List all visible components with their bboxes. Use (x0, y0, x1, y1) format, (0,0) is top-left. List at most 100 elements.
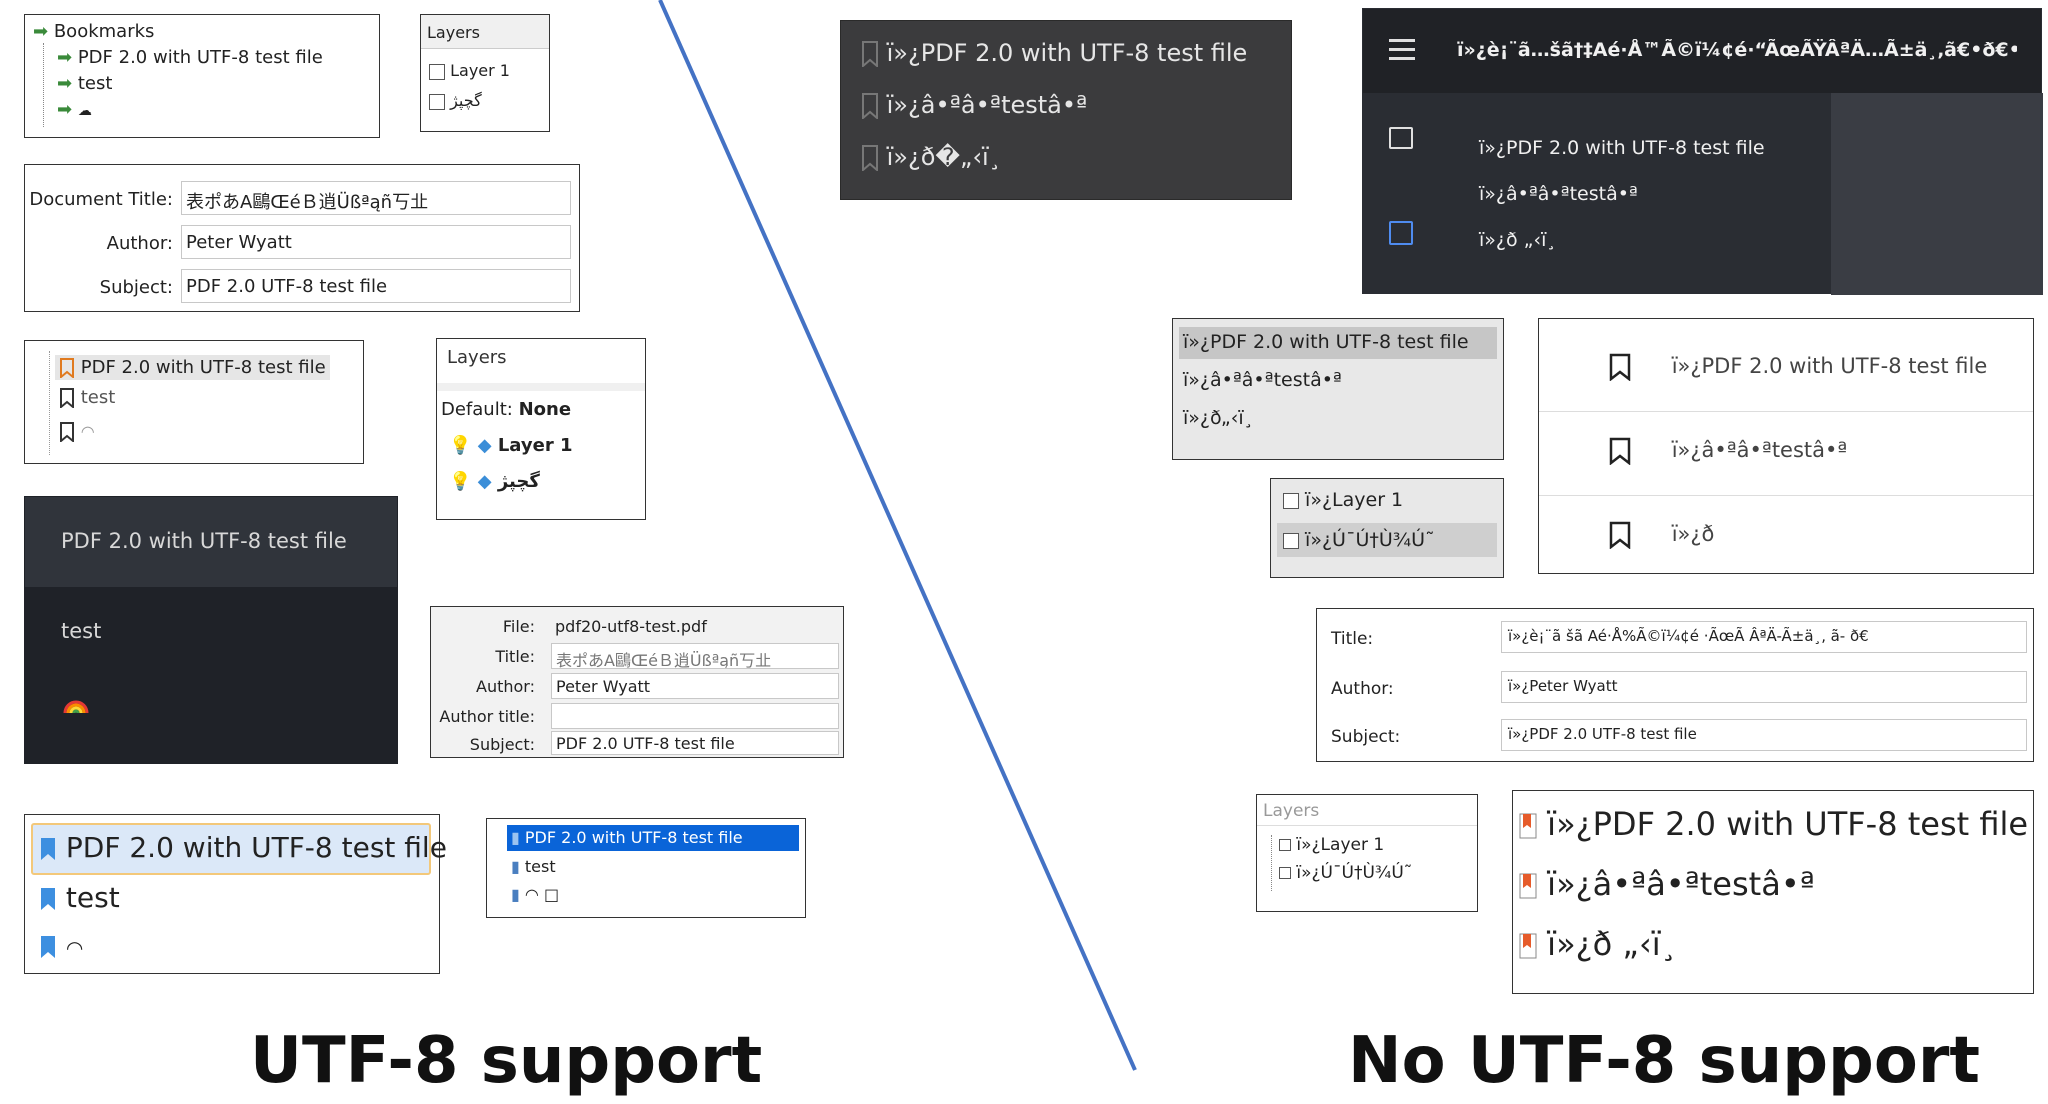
bookmark-item-selected[interactable]: PDF 2.0 with UTF-8 test file (39, 831, 447, 864)
dark-bookmark-item[interactable]: test (61, 619, 101, 643)
bookmarks-tree-small-panel: ▮ PDF 2.0 with UTF-8 test file ▮ test ▮ … (486, 818, 806, 918)
viewer-bookmark-item[interactable]: ï»¿PDF 2.0 with UTF-8 test file (1479, 137, 1765, 159)
layer-item[interactable]: ï»¿Layer 1 (1283, 489, 1403, 511)
title-label: Title: (1331, 629, 1373, 649)
bookmark-item-selected[interactable]: PDF 2.0 with UTF-8 test file (55, 355, 330, 380)
lightbulb-icon: 💡 (449, 435, 471, 456)
author-title-field[interactable] (551, 703, 839, 729)
dark-viewer-panel: ï»¿è¡¨ã…šã†‡Aé·Å™Ã©ï¼¢é·“ÃœÃŸÂªÄ…Ã±ä¸‚ã€… (1362, 8, 2042, 294)
subject-field[interactable]: PDF 2.0 UTF-8 test file (551, 731, 839, 755)
gray-bookmarks-panel: ï»¿PDF 2.0 with UTF-8 test file ï»¿â•ªâ•… (1172, 318, 1504, 460)
no-utf8-support-caption: No UTF-8 support (1348, 1024, 1980, 1098)
file-label: File: (503, 617, 535, 636)
layer-item[interactable]: Layer 1 (429, 61, 510, 80)
layer-checkbox[interactable] (1279, 867, 1291, 879)
outline-list-icon[interactable] (1389, 221, 1413, 245)
layer-checkbox[interactable] (1283, 493, 1299, 509)
subject-label: Subject: (1331, 727, 1400, 747)
thumbnail-icon[interactable] (1389, 127, 1413, 149)
author-field[interactable]: ï»¿Peter Wyatt (1501, 671, 2027, 703)
bookmark-item[interactable]: ï»¿â•ªâ•ªtestâ•ª (1519, 865, 1815, 903)
bookmarks-list-panel: ï»¿PDF 2.0 with UTF-8 test file ï»¿â•ªâ•… (1538, 318, 2034, 574)
bookmarks-large-panel: PDF 2.0 with UTF-8 test file test ◠ (24, 814, 440, 974)
default-value: None (519, 399, 571, 420)
bookmark-page-icon: ▮ (511, 857, 520, 876)
utf8-support-caption: UTF-8 support (250, 1024, 762, 1098)
title-label: Title: (495, 647, 535, 666)
bookmark-item[interactable]: ➡ PDF 2.0 with UTF-8 test file (57, 47, 323, 68)
bookmark-icon (1519, 873, 1537, 899)
layers-title: Layers (1263, 801, 1319, 821)
rainbow-glyph-icon: ◠ (81, 422, 95, 441)
title-field[interactable]: 表ポあA鷗ŒéＢ逍Üßªąñ丂㐀𠀀 (551, 643, 839, 669)
bookmark-icon (59, 422, 75, 442)
bookmark-item[interactable]: test (59, 387, 115, 408)
document-title-field[interactable]: 表ポあA鷗ŒéＢ逍Üßªąñ丂㐀𠀀 (181, 181, 571, 215)
bookmarks-outline-panel: PDF 2.0 with UTF-8 test file test ◠ (24, 340, 364, 464)
layers-title: Layers (447, 347, 507, 368)
bookmarks-tree-panel: ➡ Bookmarks ➡ PDF 2.0 with UTF-8 test fi… (24, 14, 380, 138)
bookmark-item[interactable]: ï»¿ð„‹ï¸ (1183, 407, 1253, 429)
bookmark-arrow-icon: ➡ (57, 73, 72, 94)
subject-field[interactable]: PDF 2.0 UTF-8 test file (181, 269, 571, 303)
layer-diamond-icon: ◆ (478, 435, 492, 456)
layer-item[interactable]: گچپژ (429, 91, 482, 110)
bookmark-item[interactable]: ï»¿ð „‹ï¸ (1519, 925, 1677, 963)
rainbow-icon[interactable] (63, 695, 89, 719)
document-info-garbled-form: Title: ï»¿è¡¨ã šã Aé·Å%Ã©ï¼¢é ·ÃœÃ ÂªÄ-Ã… (1316, 608, 2034, 762)
layer-item[interactable]: 💡 ◆ گچپژ (449, 471, 540, 492)
bookmarks-root[interactable]: ➡ Bookmarks (33, 21, 154, 42)
rainbow-glyph-icon: ◠ (525, 885, 539, 904)
layer-item[interactable]: ï»¿Ú¯Ú†Ù¾Ú˜ (1279, 863, 1412, 883)
layers-default-panel: Layers Default: None 💡 ◆ Layer 1 💡 ◆ گچپ… (436, 338, 646, 520)
author-label: Author: (107, 233, 173, 254)
lightbulb-icon: 💡 (449, 471, 471, 492)
dark-bookmark-item[interactable]: ï»¿PDF 2.0 with UTF-8 test file (861, 39, 1247, 67)
bookmark-item[interactable]: ï»¿â•ªâ•ªtestâ•ª (1609, 437, 1847, 465)
bookmark-item[interactable]: ï»¿â•ªâ•ªtestâ•ª (1183, 369, 1342, 391)
subject-label: Subject: (470, 735, 535, 754)
layer-checkbox[interactable] (1279, 839, 1291, 851)
bookmarks-large-garbled-panel: ï»¿PDF 2.0 with UTF-8 test file ï»¿â•ªâ•… (1512, 790, 2034, 994)
bookmark-item[interactable]: ï»¿PDF 2.0 with UTF-8 test file (1609, 353, 1987, 381)
bookmark-item[interactable]: ◠ (59, 421, 95, 442)
viewer-title: ï»¿è¡¨ã…šã†‡Aé·Å™Ã©ï¼¢é·“ÃœÃŸÂªÄ…Ã±ä¸‚ã€… (1457, 39, 2017, 61)
layers-title: Layers (427, 23, 480, 42)
dark-bookmark-item[interactable]: ï»¿â•ªâ•ªtestâ•ª (861, 91, 1087, 119)
bookmark-item[interactable]: ➡ ☁ (57, 99, 92, 120)
bookmark-item-selected[interactable]: ï»¿PDF 2.0 with UTF-8 test file (1183, 331, 1469, 353)
layer-item[interactable]: ï»¿Layer 1 (1279, 835, 1384, 855)
bookmark-item-selected[interactable]: ▮ PDF 2.0 with UTF-8 test file (511, 828, 743, 847)
layer-checkbox[interactable] (429, 94, 445, 110)
layer-item[interactable]: 💡 ◆ Layer 1 (449, 435, 573, 456)
bookmark-icon (861, 145, 879, 171)
author-field[interactable]: Peter Wyatt (551, 673, 839, 699)
bookmark-item[interactable]: ◠ (39, 929, 83, 962)
viewer-bookmark-item[interactable]: ï»¿â•ªâ•ªtestâ•ª (1479, 183, 1638, 205)
document-title-label: Document Title: (29, 189, 173, 210)
bookmark-arrow-icon: ➡ (57, 99, 72, 120)
bookmark-item[interactable]: ï»¿ð (1609, 521, 1714, 549)
dark-bookmark-item[interactable]: ï»¿ð�„‹ï¸ (861, 143, 1001, 171)
bookmark-icon (39, 837, 57, 861)
layer-checkbox[interactable] (429, 64, 445, 80)
title-field[interactable]: ï»¿è¡¨ã šã Aé·Å%Ã©ï¼¢é ·ÃœÃ ÂªÄ-Ã±ä¸‚ ã-… (1501, 621, 2027, 653)
layer-item[interactable]: ï»¿Ú¯Ú†Ù¾Ú˜ (1283, 529, 1435, 551)
bookmark-item[interactable]: ▮ ◠ □ (511, 885, 559, 904)
bookmark-item[interactable]: ▮ test (511, 857, 556, 876)
bookmark-item[interactable]: ï»¿PDF 2.0 with UTF-8 test file (1519, 805, 2028, 843)
hamburger-menu-icon[interactable] (1389, 39, 1415, 61)
bookmark-item[interactable]: test (39, 881, 120, 914)
subject-field[interactable]: ï»¿PDF 2.0 UTF-8 test file (1501, 719, 2027, 751)
viewer-bookmark-item[interactable]: ï»¿ð „‹ï¸ (1479, 229, 1556, 251)
bookmark-icon (861, 93, 879, 119)
dark-bookmark-item[interactable]: PDF 2.0 with UTF-8 test file (61, 529, 347, 553)
bookmark-page-icon: ▮ (511, 828, 520, 847)
author-title-label: Author title: (439, 707, 535, 726)
bookmark-icon (59, 358, 75, 378)
author-field[interactable]: Peter Wyatt (181, 225, 571, 259)
bookmark-item[interactable]: ➡ test (57, 73, 112, 94)
layers-panel: Layers Layer 1 گچپژ (420, 14, 550, 132)
bookmark-icon (861, 41, 879, 67)
layer-checkbox[interactable] (1283, 533, 1299, 549)
